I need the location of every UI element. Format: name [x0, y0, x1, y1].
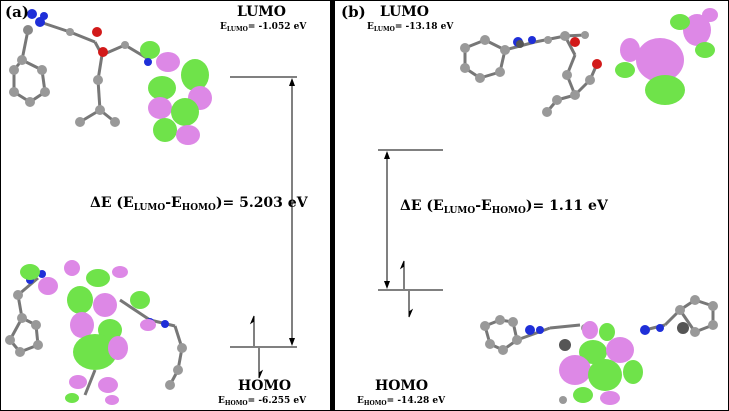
- homo-energy: EHOMO= -6.255 eV: [218, 396, 307, 407]
- lumo-energy: ELUMO= -1.052 eV: [220, 22, 307, 33]
- panel-label: (a): [5, 3, 29, 21]
- gap-arrowhead-up: [289, 78, 295, 86]
- electron-pair-icon: [399, 260, 414, 318]
- lumo-title: LUMO: [237, 4, 286, 20]
- panel-a: (a) LUMO ELUMO= -1.052 eV ΔE (ELUMO-EHOM…: [0, 0, 330, 411]
- homo-molecule-a: [5, 260, 187, 405]
- lumo-molecule-b: [460, 8, 718, 117]
- lumo-title: LUMO: [380, 4, 429, 20]
- lumo-energy: ELUMO= -13.18 eV: [367, 22, 454, 33]
- homo-title: HOMO: [375, 378, 429, 394]
- homo-energy: EHOMO= -14.28 eV: [357, 396, 446, 407]
- panel-divider: [330, 0, 335, 411]
- panel-b: (b) LUMO ELUMO= -13.18 eV ΔE (ELUMO-EHOM…: [335, 0, 729, 411]
- lumo-molecule-a: [9, 9, 212, 145]
- gap-arrowhead-down: [384, 281, 390, 289]
- panel-label: (b): [341, 3, 366, 21]
- homo-molecule-b: [480, 295, 718, 405]
- electron-pair-icon: [249, 315, 264, 379]
- gap-arrowhead-up: [384, 151, 390, 159]
- homo-title: HOMO: [238, 378, 292, 394]
- energy-gap-label: ΔE (ELUMO-EHOMO)= 5.203 eV: [90, 195, 308, 213]
- energy-gap-label: ΔE (ELUMO-EHOMO)= 1.11 eV: [400, 198, 608, 216]
- panel-a-graphics: [5, 9, 297, 405]
- gap-arrowhead-down: [289, 338, 295, 346]
- panel-b-graphics: [378, 8, 718, 405]
